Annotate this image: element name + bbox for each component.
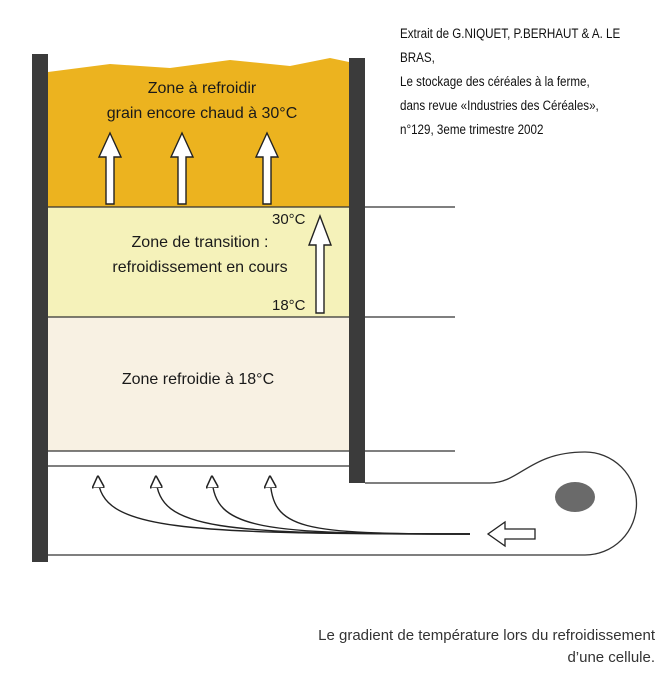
fan-icon [555, 482, 595, 512]
fan-duct [365, 451, 638, 556]
zone-transition-label-2: refroidissement en cours [112, 259, 287, 276]
up-arrow-3 [254, 131, 280, 205]
citation-line-4: dans revue «Industries des Céréales», [400, 98, 599, 113]
transition-arrow [307, 214, 333, 314]
citation-block: Extrait de G.NIQUET, P.BERHAUT & A. LE B… [400, 22, 625, 142]
zone-transition [48, 207, 349, 317]
citation-line-1: Extrait de G.NIQUET, P.BERHAUT & A. LE [400, 26, 621, 41]
zone-cooled-label: Zone refroidie à 18°C [122, 371, 274, 388]
figure-caption: Le gradient de température lors du refro… [318, 625, 655, 669]
airflow-curve-4 [270, 478, 471, 535]
up-arrow-1 [97, 131, 123, 205]
citation-line-3: Le stockage des céréales à la ferme, [400, 74, 590, 89]
temp-bottom-label: 18°C [272, 297, 306, 314]
zone-hot-label-1: Zone à refroidir [148, 80, 257, 97]
airflow-curve-2 [156, 478, 471, 535]
zone-transition-label-1: Zone de transition : [132, 234, 269, 251]
zone-hot [48, 58, 349, 207]
left-wall [32, 54, 48, 562]
zone-cooled [48, 317, 349, 451]
citation-line-2: BRAS, [400, 50, 435, 65]
temp-top-label: 30°C [272, 211, 306, 228]
right-wall [349, 58, 365, 483]
citation-line-5: n°129, 3eme trimestre 2002 [400, 122, 544, 137]
airflow-curve-3 [212, 478, 471, 535]
up-arrow-2 [169, 131, 195, 205]
incoming-air-arrow [486, 520, 536, 548]
caption-line-1: Le gradient de température lors du refro… [318, 627, 655, 644]
caption-line-2: d’une cellule. [567, 649, 655, 666]
airflow-curve-1 [98, 478, 471, 535]
zone-hot-label-2: grain encore chaud à 30°C [107, 105, 298, 122]
upward-arrows-hot-zone [97, 131, 280, 205]
